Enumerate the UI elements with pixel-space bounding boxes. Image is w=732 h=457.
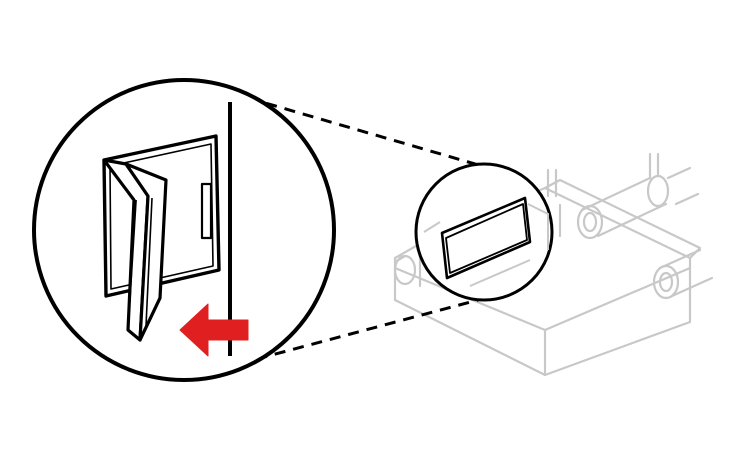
callout-leader-lines [237,96,483,366]
magnified-callout [32,78,336,382]
arrow-left-icon [179,303,249,357]
filter-panel-small [440,196,532,280]
detail-circle-small [414,162,554,302]
filter-panel-large [102,158,168,342]
